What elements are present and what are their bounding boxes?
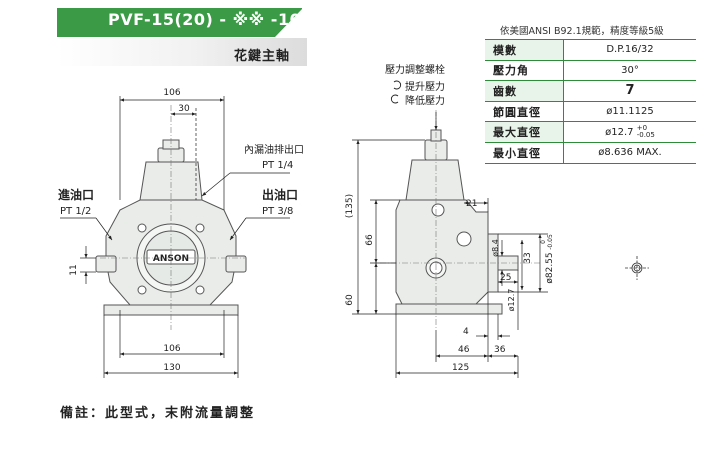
side-dimension-lines [352, 139, 548, 378]
pressure-adjust-legend: 壓力調整螺栓 提升壓力 降低壓力 [385, 63, 445, 130]
bolt-hole [137, 223, 147, 233]
side-upper-body [405, 159, 465, 201]
table-row: 齒數 7 [485, 80, 696, 102]
inlet-label: 進油口 [58, 187, 94, 202]
outlet-size: PT 3/8 [262, 206, 293, 217]
side-bolt-hole [431, 203, 445, 217]
clockwise-icon [393, 80, 402, 90]
dim-base-inner: 106 [163, 344, 180, 354]
spec-key: 齒數 [485, 80, 564, 102]
dim-total-height: (135) [345, 194, 355, 218]
spline-end-symbol [625, 256, 649, 280]
spec-value: 7 [563, 80, 696, 102]
dim-port-height: 11 [69, 264, 79, 275]
dim-lower-height: 60 [345, 294, 355, 306]
shaft-type-subtitle: 花鍵主軸 [234, 49, 291, 64]
inlet-size: PT 1/2 [60, 206, 91, 217]
dim-offset: 30 [178, 104, 190, 114]
adjust-label: 壓力調整螺栓 [385, 63, 445, 76]
spec-key: 節圓直徑 [485, 101, 564, 123]
title-banner [57, 8, 303, 37]
spec-key: 模數 [485, 39, 564, 61]
dim-spline-len: 25 [500, 273, 511, 283]
counterclockwise-icon [390, 94, 399, 104]
footnote: 備註：此型式，末附流量調整 [60, 406, 256, 421]
dim-total-depth: 125 [452, 363, 469, 373]
spec-key: 壓力角 [485, 60, 564, 82]
dim-port-offset: 21 [466, 199, 477, 209]
spec-table-title: 依美國ANSI B92.1規範，精度等級5級 [500, 26, 664, 37]
table-row: 最大直徑 ø12.7 +0 -0.05 [485, 121, 696, 143]
lower-label: 降低壓力 [405, 94, 445, 107]
front-center-lines [100, 105, 245, 330]
front-leaders [60, 172, 290, 241]
dim-pilot-dia: ø82.55 [545, 252, 555, 283]
dim-upper-height: 66 [365, 234, 375, 246]
dim-width-a: 46 [458, 345, 470, 355]
side-main-body [395, 199, 489, 305]
spec-value: D.P.16/32 [563, 39, 696, 61]
subtitle-bar [57, 38, 307, 66]
model-code: PVF-15(20) - ※※ -10S [108, 10, 314, 29]
raise-label: 提升壓力 [405, 80, 445, 93]
bolt-hole [137, 285, 147, 295]
side-view [395, 129, 519, 315]
outlet-label: 出油口 [262, 187, 298, 202]
outlet-flange [225, 255, 247, 273]
table-row: 壓力角 30° [485, 60, 696, 82]
tolerance-lower: -0.05 [636, 131, 655, 140]
side-center-lines [380, 110, 540, 330]
spec-value: 30° [563, 60, 696, 82]
spline-spec-table: 模數 D.P.16/32 壓力角 30° 齒數 7 節圓直徑 ø11.1125 … [485, 39, 696, 164]
spec-value: ø11.1125 [563, 101, 696, 123]
dim-base-total: 130 [163, 363, 180, 373]
dim-pilot-tol-lower: -0.05 [547, 234, 554, 250]
drain-label: 內漏油排出口 [244, 143, 304, 156]
dim-pilot-tol-upper: 0 [540, 240, 547, 244]
table-row: 最小直徑 ø8.636 MAX. [485, 142, 696, 164]
bolt-hole [195, 285, 205, 295]
table-row: 節圓直徑 ø11.1125 [485, 101, 696, 123]
max-diameter-tolerance: +0 -0.05 [637, 125, 655, 139]
dim-flange-thk: 4 [463, 327, 469, 337]
side-base [395, 303, 503, 315]
drain-size: PT 1/4 [262, 160, 293, 171]
inlet-flange [95, 255, 117, 273]
dim-top-width: 106 [163, 88, 180, 98]
bolt-hole [195, 223, 205, 233]
spec-value: ø8.636 MAX. [563, 142, 696, 164]
dim-width-b: 36 [494, 345, 506, 355]
dim-shaft-length: 33 [523, 252, 533, 263]
spec-key: 最小直徑 [485, 142, 564, 164]
max-diameter-value: ø12.7 [605, 127, 634, 139]
side-port [456, 231, 472, 247]
dim-shaft-dia: ø8.4 [491, 239, 500, 257]
dim-shaft-pilot: ø12.7 [507, 289, 516, 312]
spec-key: 最大直徑 [485, 121, 564, 143]
spec-value: ø12.7 +0 -0.05 [563, 121, 696, 143]
tolerance-upper: +0 [636, 124, 648, 133]
table-row: 模數 D.P.16/32 [485, 39, 696, 61]
front-dimension-lines [80, 96, 239, 378]
